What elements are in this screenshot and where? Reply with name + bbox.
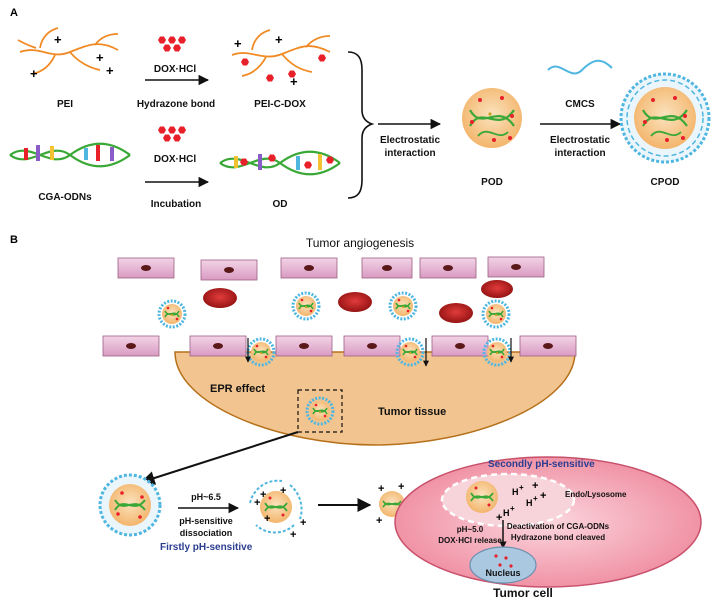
od-label: OD (273, 199, 288, 210)
svg-text:+: + (30, 66, 38, 81)
svg-text:+: + (254, 497, 260, 509)
nucleus-drug-dots (494, 554, 513, 568)
dox-top-label: DOX·HCl (154, 64, 196, 75)
ph-sensitive-line1: pH-sensitive (179, 516, 233, 526)
incubation-label: Incubation (151, 199, 202, 210)
electrostatic1-line2: interaction (384, 148, 435, 159)
svg-text:+: + (496, 512, 502, 524)
svg-text:H: H (526, 498, 533, 508)
panel-a-letter: A (10, 7, 18, 19)
svg-text:+: + (280, 485, 286, 497)
svg-text:+: + (96, 50, 104, 65)
svg-text:+: + (540, 490, 546, 502)
svg-text:H: H (503, 508, 510, 518)
od-dna-icon (219, 150, 341, 176)
pod-nanoparticle-icon (462, 88, 522, 148)
electrostatic1-line1: Electrostatic (380, 135, 440, 146)
nucleus (469, 546, 537, 584)
svg-text:+: + (290, 74, 298, 89)
cpod-nanoparticle-icon (619, 72, 711, 164)
endo-lysosome (440, 472, 576, 528)
endo-lysosome-label: Endo/Lysosome (565, 490, 627, 499)
extravasation-arrows (245, 338, 514, 367)
electrostatic2-line1: Electrostatic (550, 135, 610, 146)
ph-sensitive-line2: dissociation (180, 528, 233, 538)
epr-effect-label: EPR effect (210, 383, 265, 395)
dissociating-particle-icon (249, 479, 303, 534)
dox-bottom-label: DOX·HCl (154, 154, 196, 165)
pei-label: PEI (57, 99, 73, 110)
endosome-plus-signs: +++ (496, 480, 546, 524)
svg-text:+: + (106, 63, 114, 78)
endosome-particle-icon (466, 481, 498, 513)
pei-polymer-icon (17, 27, 119, 75)
nucleus-label: Nucleus (485, 568, 520, 578)
svg-text:+: + (275, 32, 283, 47)
cga-odns-dna-icon (9, 142, 131, 168)
cga-label: CGA-ODNs (38, 192, 92, 203)
cpod-label: CPOD (651, 177, 680, 188)
svg-text:+: + (398, 481, 404, 493)
svg-text:+: + (519, 483, 524, 492)
dissociation-plus-signs: +++ +++ (254, 485, 306, 541)
svg-text:+: + (234, 36, 242, 51)
ph50-label: pH~5.0 (457, 525, 484, 534)
endothelial-cells-row1 (117, 256, 545, 281)
tumor-cell-label: Tumor cell (493, 586, 553, 600)
pei-c-dox-label: PEI-C-DOX (254, 99, 306, 110)
firstly-ph-sensitive-label: Firstly pH-sensitive (160, 542, 253, 553)
cmcs-label: CMCS (565, 99, 595, 110)
pei-c-dox-icon (231, 29, 331, 77)
svg-text:+: + (290, 529, 296, 541)
svg-text:+: + (376, 515, 382, 527)
dox-release-label: DOX·HCl release (438, 536, 502, 545)
zoom-arrow (140, 431, 299, 485)
curly-brace (347, 51, 375, 199)
svg-text:+: + (510, 504, 515, 513)
svg-text:+: + (264, 513, 270, 525)
dox-molecules-top-icon (158, 36, 186, 52)
cpod-large-icon (98, 473, 162, 537)
red-blood-cells (203, 280, 513, 323)
svg-text:+: + (378, 483, 384, 495)
tumor-tissue-region (174, 351, 576, 446)
svg-text:+: + (260, 489, 266, 501)
hydrazone-label: Hydrazone bond (137, 99, 215, 110)
svg-text:+: + (532, 480, 538, 492)
proton-labels: H+ H+ H+ (503, 483, 538, 518)
cmcs-chain-icon (547, 59, 613, 75)
pod-label: POD (481, 177, 503, 188)
tumor-tissue-label: Tumor tissue (378, 406, 446, 418)
svg-text:H: H (512, 487, 519, 497)
svg-text:+: + (54, 32, 62, 47)
svg-text:+: + (300, 517, 306, 529)
dox-molecules-bottom-icon (158, 126, 186, 142)
pei-c-dox-drugs (241, 54, 326, 82)
pei-c-dox-plus-signs: + + + (234, 32, 298, 89)
endothelial-cells-row2 (102, 335, 577, 357)
svg-text:+: + (533, 494, 538, 503)
ph65-label: pH~6.5 (191, 492, 221, 502)
pei-plus-signs: ++++ (30, 32, 114, 81)
secondly-ph-sensitive-label: Secondly pH-sensitive (488, 459, 595, 470)
zoom-selection-box (297, 389, 343, 433)
electrostatic2-line2: interaction (554, 148, 605, 159)
tumor-angiogenesis-title: Tumor angiogenesis (306, 236, 414, 250)
deactivation-line1: Deactivation of CGA-ODNs (507, 522, 610, 531)
panel-b-letter: B (10, 234, 18, 246)
deactivation-line2: Hydrazone bond cleaved (511, 533, 605, 542)
